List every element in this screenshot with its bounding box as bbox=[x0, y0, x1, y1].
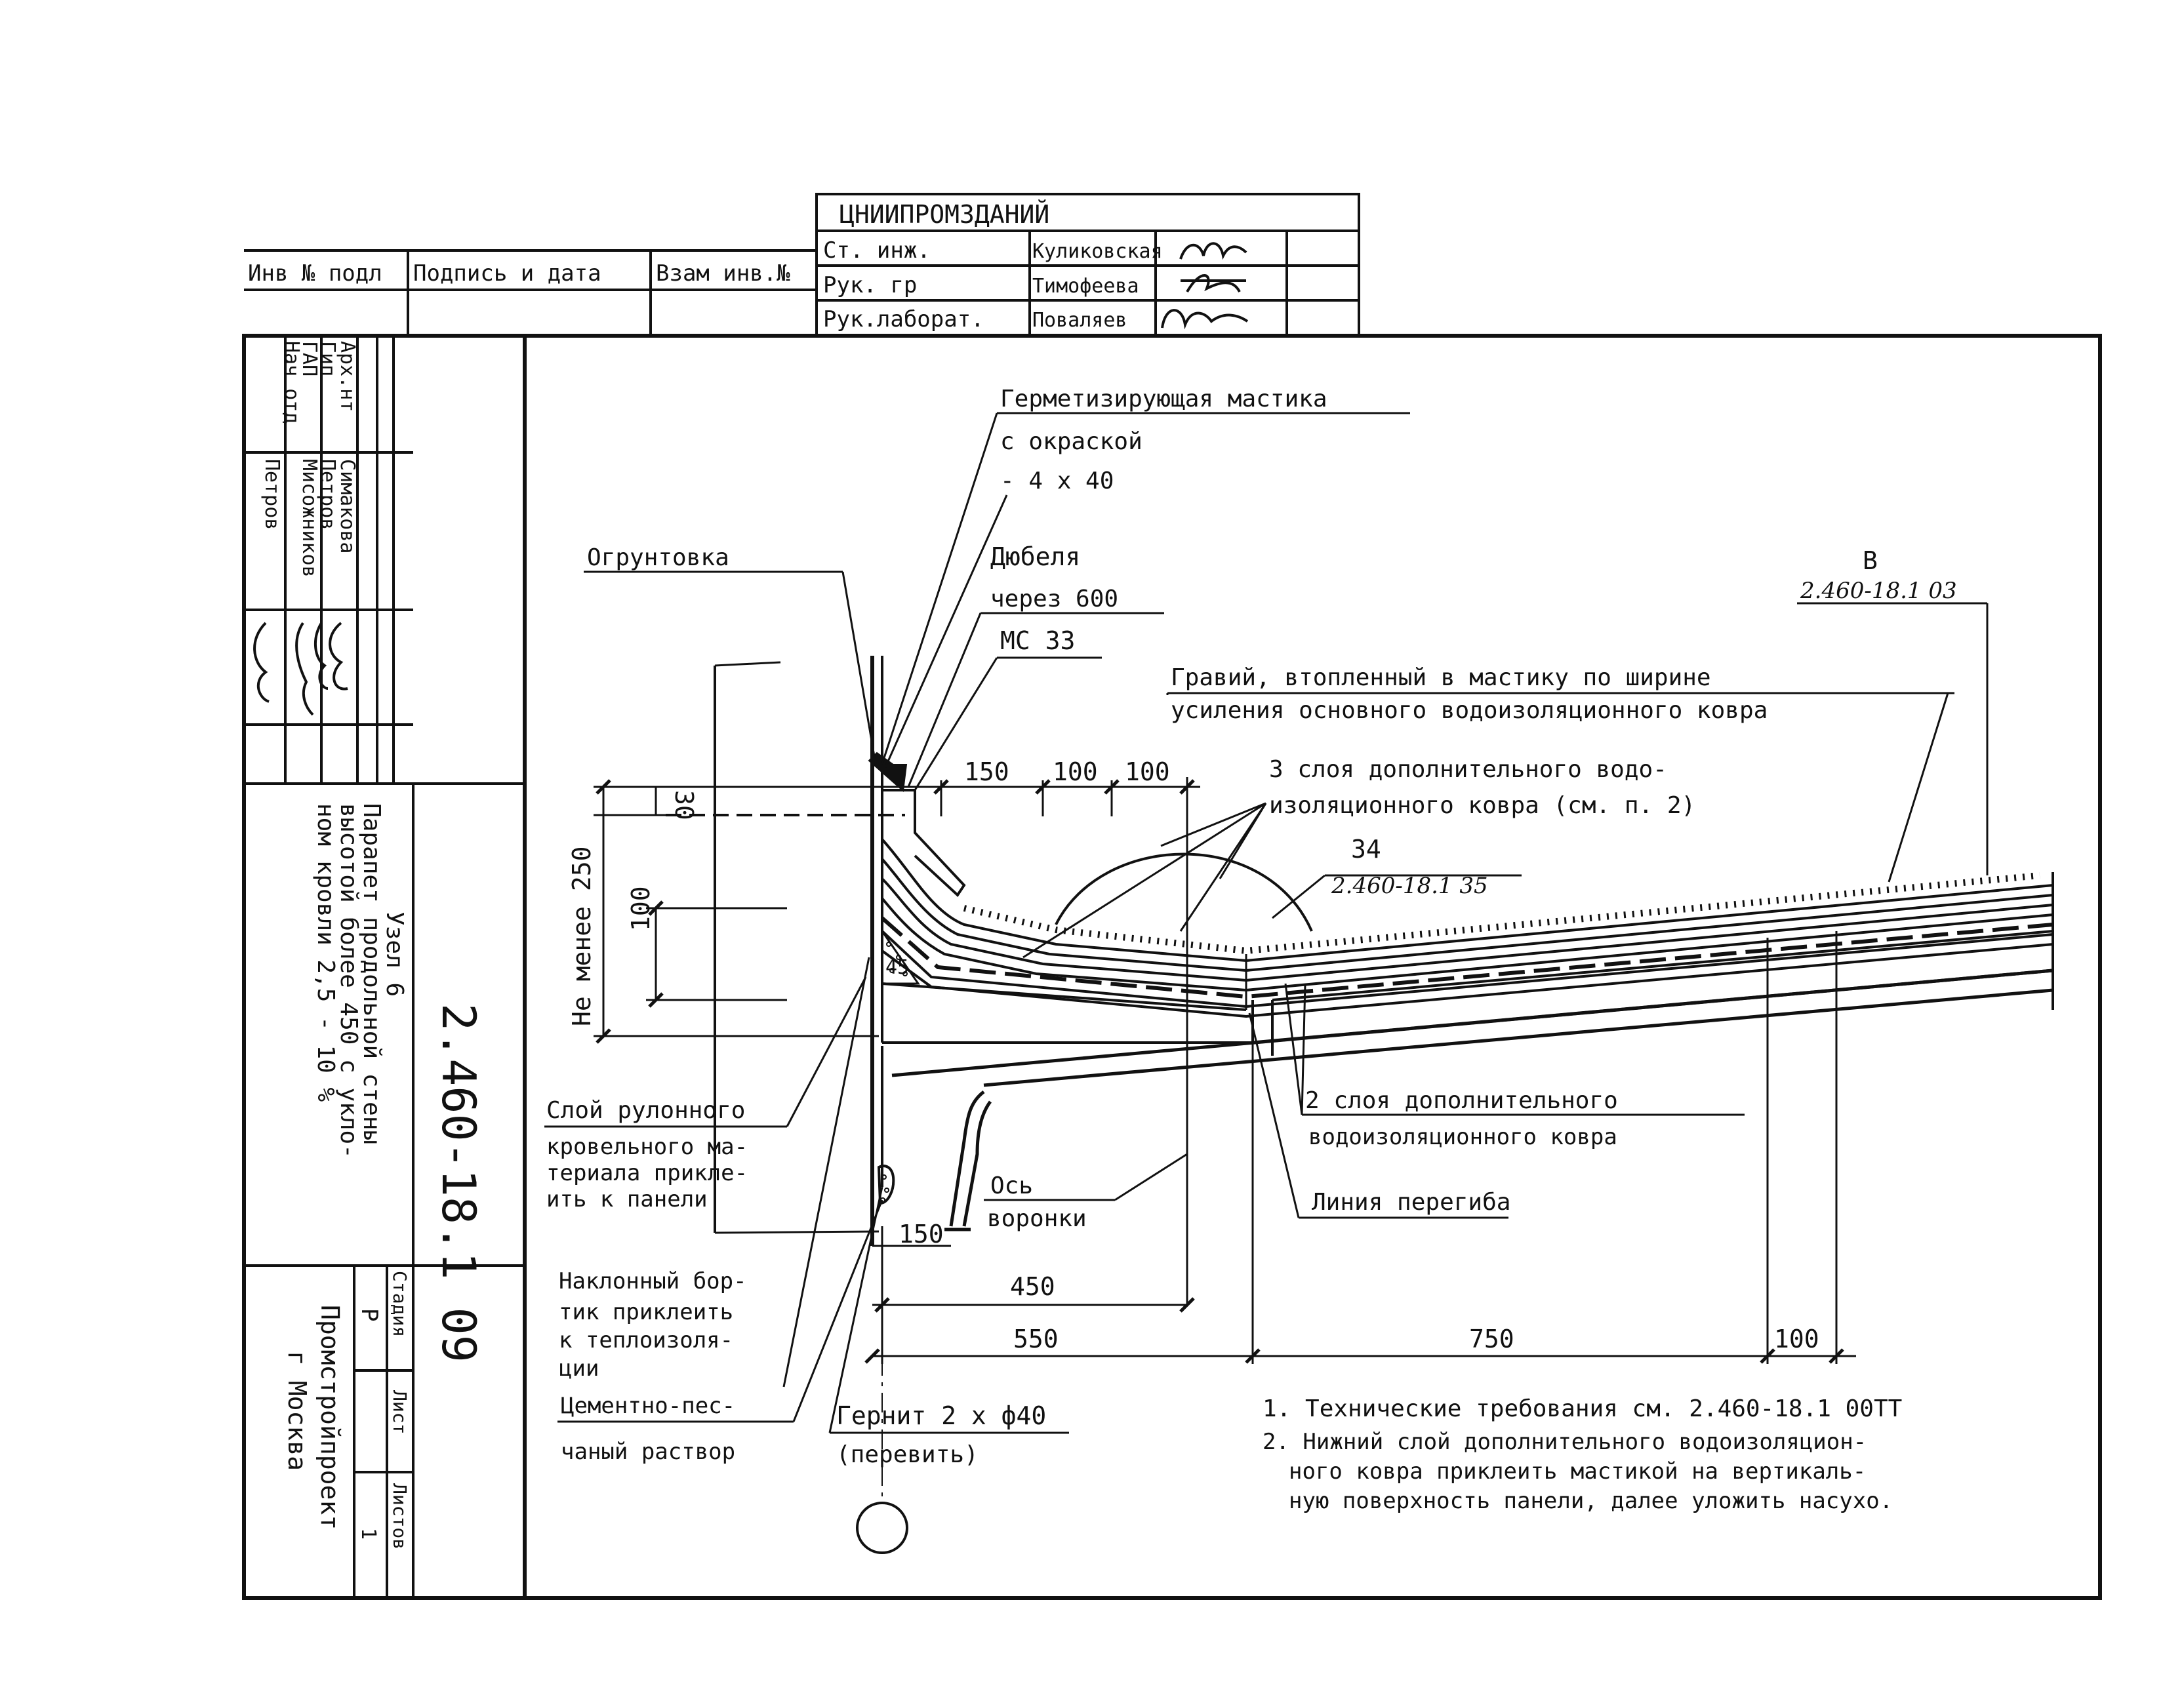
top-strip: Инв № подл Подпись и дата Взам инв.№ bbox=[244, 249, 817, 336]
label-three-layers-2: изоляционного ковра (см. п. 2) bbox=[1269, 792, 1695, 819]
ref-b-code: 2.460-18.1 03 bbox=[1800, 578, 1957, 604]
stamp-name-1: Куликовская bbox=[1032, 240, 1163, 263]
ref-b-letter: В bbox=[1863, 546, 1878, 575]
dimensions bbox=[594, 777, 1856, 1364]
label-roll-2: кровельного ма- bbox=[546, 1134, 748, 1160]
left-signatures bbox=[253, 622, 348, 716]
dim-450: 450 bbox=[1010, 1272, 1055, 1301]
label-slanted-4: ции bbox=[559, 1355, 599, 1382]
stamp-role-3: Рук.лаборат. bbox=[823, 306, 984, 332]
label-dowels-2: через 600 bbox=[990, 586, 1118, 612]
label-roll-3: териала прикле- bbox=[546, 1160, 748, 1186]
sheet-header: Лист bbox=[389, 1390, 411, 1434]
angle-45: 45 bbox=[885, 956, 909, 979]
sheets-header: Листов bbox=[389, 1483, 411, 1549]
ref-34-code: 2.460-18.1 35 bbox=[1331, 873, 1488, 899]
role-gap: ГАП bbox=[298, 341, 321, 376]
title-uzel: Узел 6 bbox=[381, 911, 408, 997]
note-2-line-1: 2. Нижний слой дополнительного водоизоля… bbox=[1263, 1429, 1867, 1455]
title-line-3: высотой более 450 с укло- bbox=[335, 803, 362, 1159]
dim-550: 550 bbox=[1013, 1325, 1059, 1353]
left-signature-block: Арх.нт Гип ГАП Нач отд Симакова Петров М… bbox=[244, 336, 485, 1598]
name-petrov: Петров bbox=[316, 459, 339, 530]
stage-value: Р bbox=[356, 1308, 382, 1321]
stamp-name-2: Тимофеева bbox=[1032, 275, 1139, 298]
stamp-signatures bbox=[1161, 242, 1249, 330]
label-hermetic-1: Герметизирующая мастика bbox=[1000, 386, 1327, 412]
title-line-2: Парапет продольной стены bbox=[358, 803, 385, 1144]
note-1: 1. Технические требования см. 2.460-18.1… bbox=[1263, 1395, 1902, 1422]
podpis-data-label: Подпись и дата bbox=[413, 260, 601, 287]
sheets-value: 1 bbox=[357, 1528, 380, 1540]
dim-100-vert: 100 bbox=[626, 886, 655, 931]
vzam-inv-label: Взам инв.№ bbox=[656, 260, 790, 287]
stamp-org: ЦНИИПРОМЗДАНИЙ bbox=[839, 200, 1049, 229]
dim-100-top-b: 100 bbox=[1125, 757, 1170, 786]
label-slanted-1: Наклонный бор- bbox=[559, 1268, 747, 1294]
label-hermetic-2: с окраской bbox=[1000, 428, 1143, 455]
ref-34-num: 34 bbox=[1351, 835, 1381, 864]
note-2-line-3: ную поверхность панели, далее уложить на… bbox=[1289, 1488, 1893, 1514]
detail-drawing bbox=[666, 656, 2054, 1554]
label-priming: Огрунтовка bbox=[587, 544, 729, 571]
dim-100-right: 100 bbox=[1774, 1325, 1819, 1353]
dim-150-bottom: 150 bbox=[899, 1220, 944, 1249]
label-hermetic-3: - 4 x 40 bbox=[1000, 468, 1114, 494]
not-less-250: Не менее 250 bbox=[567, 846, 596, 1026]
company-name: Промстройпроект bbox=[315, 1305, 344, 1530]
name-simakova: Симакова bbox=[336, 459, 359, 554]
stamp-role-2: Рук. гр bbox=[823, 272, 917, 298]
note-2-line-2: ного ковра приклеить мастикой на вертика… bbox=[1289, 1458, 1866, 1485]
label-mc33: МС 33 bbox=[1000, 626, 1075, 655]
label-two-layers-1: 2 слоя дополнительного bbox=[1305, 1087, 1618, 1114]
stamp-role-1: Ст. инж. bbox=[823, 237, 931, 264]
stage-header: Стадия bbox=[389, 1271, 411, 1337]
doc-code: 2.460-18.1 09 bbox=[432, 1003, 485, 1363]
label-slanted-2: тик приклеить bbox=[559, 1299, 733, 1325]
leader-lines bbox=[544, 412, 1989, 1434]
label-slanted-3: к теплоизоля- bbox=[559, 1327, 733, 1353]
label-bend: Линия перегиба bbox=[1312, 1189, 1510, 1216]
label-cement-1: Цементно-пес- bbox=[561, 1393, 735, 1419]
dim-30: 30 bbox=[670, 790, 698, 820]
label-roll-1: Слой рулонного bbox=[546, 1097, 745, 1124]
dim-750: 750 bbox=[1469, 1325, 1514, 1353]
label-gravel-1: Гравий, втопленный в мастику по ширине bbox=[1171, 664, 1711, 691]
label-three-layers-1: 3 слоя дополнительного водо- bbox=[1269, 756, 1667, 783]
callout-labels: Герметизирующая мастика с окраской - 4 x… bbox=[546, 386, 1957, 1468]
label-axis-2: воронки bbox=[987, 1205, 1087, 1232]
role-arhnt: Арх.нт bbox=[336, 341, 359, 412]
company-city: г Москва bbox=[283, 1351, 312, 1471]
name-petrov-2: Петров bbox=[260, 459, 283, 530]
name-misozhnikov: Мисожников bbox=[298, 459, 321, 578]
label-gernit-2: (перевить) bbox=[836, 1441, 979, 1468]
dimension-labels: 150 100 100 30 100 150 450 550 750 100 Н… bbox=[567, 757, 1819, 1353]
role-nach: Нач отд bbox=[280, 341, 303, 424]
deck-slab bbox=[891, 969, 2053, 1231]
label-dowels-1: Дюбеля bbox=[990, 542, 1080, 571]
label-cement-2: чаный раствор bbox=[561, 1439, 735, 1465]
label-axis-1: Ось bbox=[990, 1172, 1033, 1199]
dim-150-top: 150 bbox=[964, 757, 1009, 786]
label-gravel-2: усиления основного водоизоляционного ков… bbox=[1171, 697, 1768, 724]
stamp-name-3: Поваляев bbox=[1032, 309, 1127, 332]
label-gernit-1: Гернит 2 x ф40 bbox=[836, 1401, 1046, 1430]
title-line-4: ном кровли 2,5 - 10 % bbox=[312, 803, 339, 1102]
title-stamp: ЦНИИПРОМЗДАНИЙ Ст. инж. Рук. гр Рук.лабо… bbox=[815, 193, 1360, 337]
dim-100-top-a: 100 bbox=[1053, 757, 1098, 786]
label-two-layers-2: водоизоляционного ковра bbox=[1308, 1124, 1617, 1150]
label-roll-4: ить к панели bbox=[546, 1186, 708, 1212]
roof-layers bbox=[881, 838, 2053, 1018]
notes: 1. Технические требования см. 2.460-18.1… bbox=[1263, 1395, 1902, 1514]
inv-podl-label: Инв № подл bbox=[248, 260, 382, 287]
role-gip: Гип bbox=[316, 341, 339, 376]
